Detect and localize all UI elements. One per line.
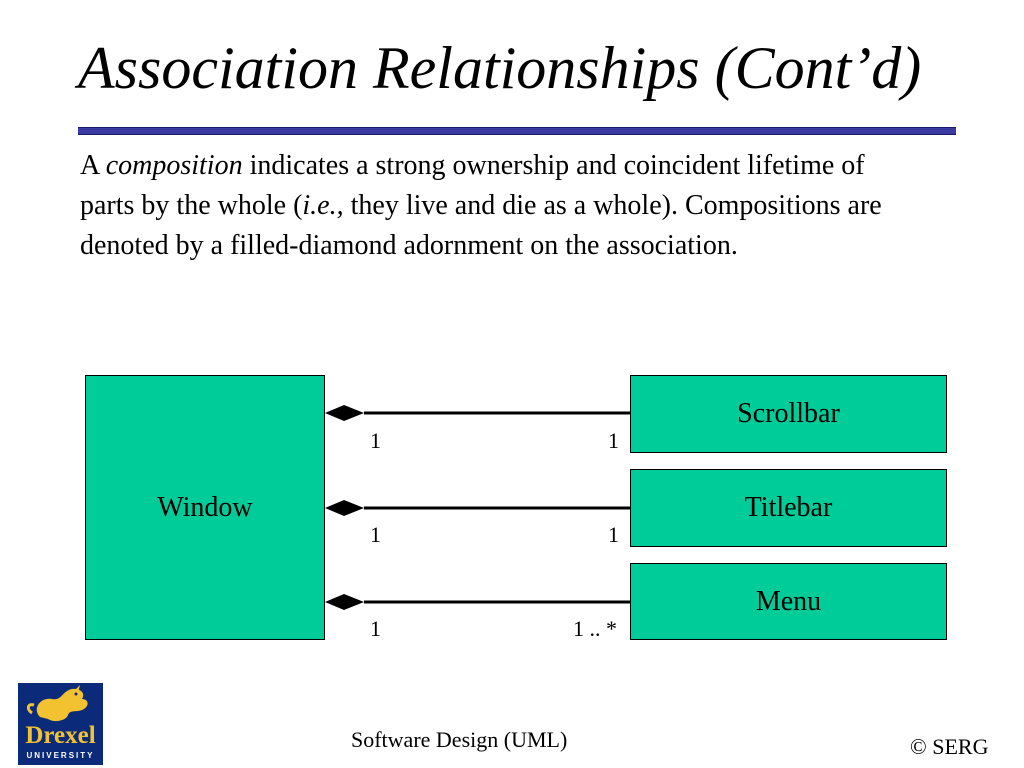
multiplicity-window-titlebar: 1 [370, 522, 381, 547]
logo-wordmark: Drexel [25, 722, 96, 749]
logo-subtext: UNIVERSITY [26, 751, 95, 760]
class-box-menu: Menu [630, 563, 947, 640]
class-box-window: Window [85, 375, 325, 640]
composition-diamond-menu [325, 594, 364, 610]
multiplicity-titlebar: 1 [608, 522, 619, 547]
slide-body-text: A composition indicates a strong ownersh… [80, 146, 910, 266]
class-name-menu: Menu [755, 585, 822, 617]
class-name-titlebar: Titlebar [744, 492, 833, 523]
class-name-scrollbar: Scrollbar [737, 398, 840, 429]
class-name-window: Window [157, 491, 253, 523]
class-box-titlebar: Titlebar [630, 469, 947, 547]
body-text-part2: indicates a strong ownership and coincid… [80, 150, 865, 221]
slide-title: Association Relationships (Cont’d) [78, 35, 922, 101]
composition-diamond-scrollbar [325, 405, 364, 421]
footer-course-title: Software Design (UML) [351, 727, 568, 752]
class-box-scrollbar: Scrollbar [630, 375, 947, 453]
dragon-icon [26, 685, 88, 722]
multiplicity-window-menu: 1 [370, 616, 381, 641]
footer-copyright: © SERG [910, 734, 989, 759]
drexel-logo: Drexel UNIVERSITY [18, 683, 103, 765]
multiplicity-menu: 1 .. * [573, 616, 617, 641]
multiplicity-scrollbar: 1 [608, 428, 619, 453]
body-text-part1: A [80, 150, 106, 181]
multiplicity-window-scrollbar: 1 [370, 428, 381, 453]
body-text-emphasis-composition: composition [105, 150, 243, 181]
composition-diamond-titlebar [325, 500, 364, 516]
title-divider [78, 127, 956, 135]
body-text-emphasis-ie: i.e., [302, 190, 344, 221]
body-text-part3: they live and die as a whole). Compositi… [80, 190, 882, 261]
